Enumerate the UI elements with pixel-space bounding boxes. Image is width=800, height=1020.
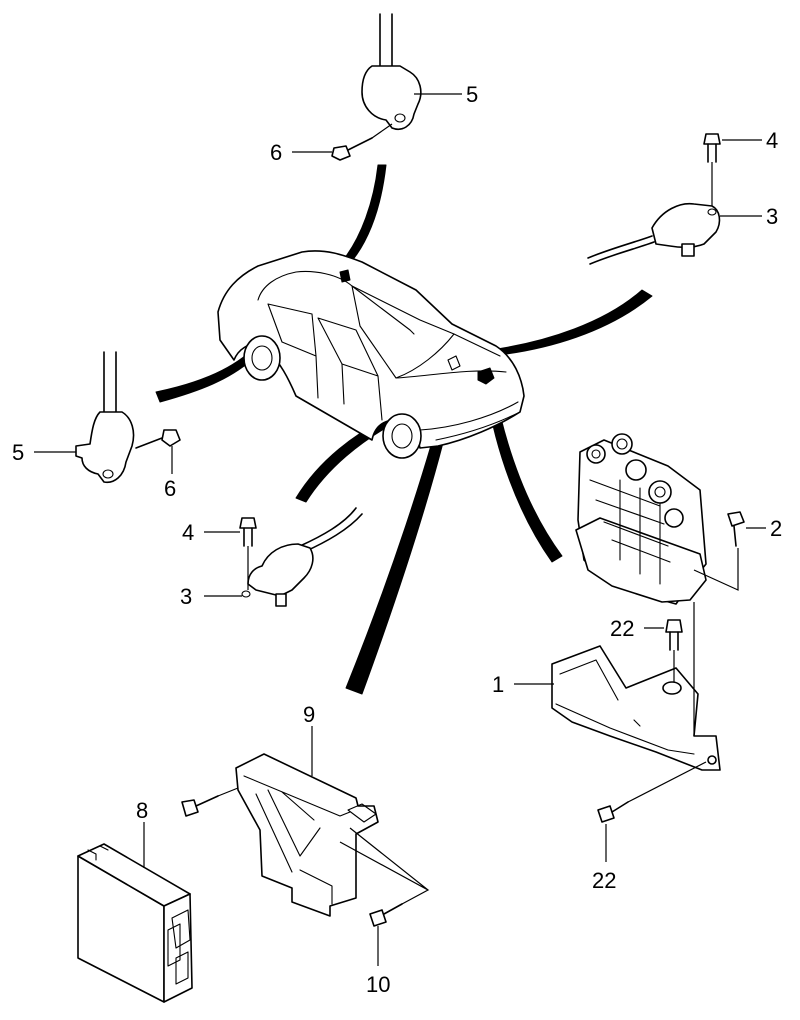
right-wheel-sensor-assembly: 4 3 bbox=[587, 128, 778, 265]
front-sensor-tip bbox=[275, 593, 287, 607]
ecu-connector bbox=[167, 909, 191, 985]
hcu-port-4-inner bbox=[654, 486, 666, 498]
ecu-bracket bbox=[235, 753, 379, 917]
vehicle-bumper bbox=[419, 401, 521, 441]
callout-front-sensor: 3 bbox=[180, 584, 192, 609]
left-speed-sensor-assembly: 5 6 bbox=[12, 351, 181, 501]
ecu-bracket-bolt-lower-shank bbox=[383, 903, 403, 915]
callout-right-sensor: 3 bbox=[766, 204, 778, 229]
callout-front-bolt: 4 bbox=[182, 520, 194, 545]
top-sensor-hole bbox=[394, 113, 406, 123]
callout-left-bolt: 6 bbox=[164, 476, 176, 501]
vehicle-ecu-marker bbox=[447, 355, 461, 371]
ecu-bracket-assembly: 9 10 bbox=[181, 702, 430, 997]
right-wheel-bolt-head bbox=[703, 133, 721, 145]
top-bolt-shank bbox=[347, 137, 373, 151]
hcu-mount-bolt-head bbox=[727, 511, 745, 527]
hcu-bracket-folds bbox=[555, 659, 695, 755]
bracket-lower-bolt-guide bbox=[627, 761, 707, 803]
callout-top-bolt: 6 bbox=[270, 140, 282, 165]
left-sensor-cable bbox=[103, 351, 117, 413]
callout-hcu-bolt: 2 bbox=[770, 516, 782, 541]
ecu-bracket-bolt-lower-head bbox=[369, 909, 387, 927]
ecu-bracket-bolt-upper-guide bbox=[217, 787, 239, 797]
left-sensor-hole bbox=[102, 469, 114, 479]
callout-bracket-bolt-upper: 22 bbox=[610, 616, 634, 641]
front-wheel-bolt-head bbox=[239, 517, 257, 529]
vehicle-sensor-marker-top bbox=[339, 269, 351, 283]
ecu-top-detail bbox=[87, 845, 109, 861]
hcu-port-2-inner bbox=[616, 438, 628, 450]
right-wheel-bolt-shank bbox=[707, 143, 717, 163]
hcu-mount-bolt-shank bbox=[733, 525, 737, 547]
callout-bracket: 1 bbox=[492, 672, 504, 697]
top-sensor-bolt-guide bbox=[371, 123, 393, 139]
left-bolt-shank bbox=[135, 437, 163, 449]
callout-left-sensor: 5 bbox=[12, 440, 24, 465]
vehicle-door-line bbox=[315, 355, 383, 421]
top-speed-sensor-assembly: 5 6 bbox=[270, 13, 478, 165]
bracket-lower-bolt-head bbox=[597, 805, 615, 823]
front-wheel-bolt-shank bbox=[243, 527, 253, 547]
ecu-bracket-bolt-upper-head bbox=[181, 799, 199, 817]
pointer-band-right bbox=[489, 289, 653, 357]
ecu-box-side bbox=[163, 893, 193, 1003]
vehicle-front-wheel-hub bbox=[391, 423, 413, 449]
hcu-bracket-side-hole bbox=[707, 755, 717, 765]
pointer-band-ecu bbox=[345, 367, 461, 695]
hcu-port-1 bbox=[586, 444, 606, 464]
callout-top-sensor: 5 bbox=[466, 82, 478, 107]
ecu-bracket-bolt-upper-shank bbox=[195, 795, 219, 807]
ecu-bracket-bolt-lower-guide bbox=[339, 827, 430, 905]
left-sensor-mount-bolt bbox=[161, 429, 181, 447]
callout-ecu: 8 bbox=[136, 798, 148, 823]
top-speed-sensor bbox=[361, 65, 422, 130]
bracket-upper-bolt-head bbox=[665, 619, 683, 633]
right-sensor-hole bbox=[707, 208, 717, 216]
vehicle-sedan bbox=[217, 250, 525, 459]
top-sensor-mount-bolt bbox=[331, 145, 351, 161]
hcu-base-plate bbox=[575, 517, 707, 603]
vehicle-hcu-marker bbox=[477, 367, 495, 385]
hcu-port-2 bbox=[611, 433, 633, 455]
hcu-port-3 bbox=[625, 459, 647, 481]
hcu-bracket-assembly: 22 1 22 bbox=[492, 602, 721, 893]
front-wheel-sensor-assembly: 4 3 bbox=[180, 507, 363, 609]
vehicle-rear-wheel-hub bbox=[251, 345, 273, 371]
front-sensor-hole bbox=[241, 590, 251, 598]
ecu-bracket-tab bbox=[347, 803, 377, 823]
front-sensor-cable bbox=[299, 507, 363, 553]
right-sensor-tip bbox=[681, 243, 695, 257]
vehicle-hood-lines bbox=[395, 333, 507, 379]
right-sensor-cable bbox=[587, 235, 655, 265]
callout-ecu-bracket: 9 bbox=[303, 702, 315, 727]
vehicle-front-wheel bbox=[382, 413, 422, 459]
pointer-band-left bbox=[155, 349, 259, 403]
abs-ecu-module: 8 bbox=[77, 798, 193, 1003]
callout-right-bolt: 4 bbox=[766, 128, 778, 153]
hcu-bracket bbox=[551, 645, 721, 771]
hcu-port-4 bbox=[648, 480, 672, 504]
left-speed-sensor bbox=[75, 411, 135, 484]
bracket-upper-bolt-shank bbox=[669, 631, 679, 651]
right-wheel-sensor bbox=[651, 202, 721, 249]
hcu-port-5 bbox=[664, 508, 684, 528]
hcu-bracket-hole bbox=[662, 681, 682, 695]
vehicle-roof-line bbox=[257, 270, 415, 335]
bracket-lower-bolt-shank bbox=[611, 801, 629, 813]
hydraulic-control-unit: 2 bbox=[575, 433, 782, 605]
callout-bracket-bolt-lower: 22 bbox=[592, 868, 616, 893]
pointer-band-top bbox=[339, 164, 387, 269]
hcu-bolt-guide bbox=[693, 548, 739, 591]
hcu-port-1-inner bbox=[591, 449, 601, 459]
callout-ecu-bracket-bolt: 10 bbox=[366, 972, 390, 997]
vehicle-rear-wheel bbox=[243, 335, 281, 381]
front-wheel-sensor bbox=[247, 543, 314, 597]
top-sensor-cable bbox=[379, 13, 393, 67]
ecu-bracket-fold-lines bbox=[243, 775, 351, 905]
hcu-valve-block-lines bbox=[589, 479, 671, 585]
